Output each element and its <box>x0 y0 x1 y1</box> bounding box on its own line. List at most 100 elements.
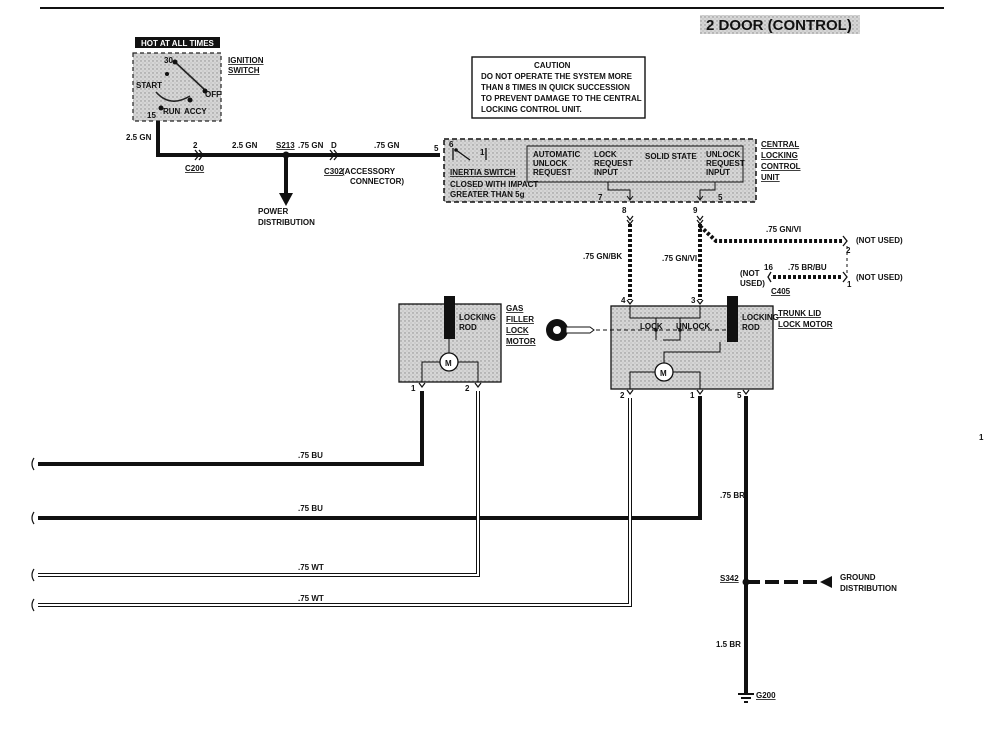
title-shading <box>700 15 860 34</box>
ccu-pin-5b: 5 <box>718 193 723 202</box>
hot-label-box <box>135 37 220 48</box>
trunk-pin-2: 2 <box>620 391 625 400</box>
gas-pin-1: 1 <box>411 384 416 393</box>
wire-label-wt-2: .75 WT <box>298 594 324 603</box>
ccu-solid-state: SOLID STATE <box>645 152 697 161</box>
trunk-rod-2: ROD <box>742 323 760 332</box>
gas-pin-2: 2 <box>465 384 470 393</box>
gas-label-1: GAS <box>506 304 524 313</box>
trunk-pin-3: 3 <box>691 296 696 305</box>
wire-bu-1 <box>38 391 424 466</box>
hot-label: HOT AT ALL TIMES <box>141 39 215 48</box>
ccu-label-4: UNIT <box>761 173 780 182</box>
wire-label-bu-2: .75 BU <box>298 504 323 513</box>
wire-label-25gn: 2.5 GN <box>232 141 258 150</box>
gas-label-2: FILLER <box>506 315 534 324</box>
wire-label-bu-1: .75 BU <box>298 451 323 460</box>
inertia-desc-2: GREATER THAN 5g <box>450 190 525 199</box>
central-locking-unit: AUTOMATIC UNLOCK REQUEST LOCK REQUEST IN… <box>443 138 801 203</box>
ign-pos-15: 15 <box>147 111 156 120</box>
margin-mark: 1 <box>979 433 984 442</box>
trunk-rod-1: LOCKING <box>742 313 779 322</box>
wire-bu-2 <box>38 396 702 520</box>
ignition-label-1: IGNITION <box>228 56 264 65</box>
ccu-unlock-1: UNLOCK <box>706 150 740 159</box>
wire-label-gnvi: .75 GN/VI <box>662 254 697 263</box>
ign-pos-30: 30 <box>164 56 173 65</box>
ground-dist-1: GROUND <box>840 573 876 582</box>
ccu-pin-1-inner: 1 <box>480 148 485 157</box>
gas-label-3: LOCK <box>506 326 529 335</box>
ign-pos-accy: ACCY <box>184 107 207 116</box>
page-title: 2 DOOR (CONTROL) <box>706 17 852 34</box>
ccu-pin-8: 8 <box>622 206 627 215</box>
wire-label-br15: 1.5 BR <box>716 640 741 649</box>
not-used-c-1: (NOT <box>740 269 760 278</box>
wire-label-wt-1: .75 WT <box>298 563 324 572</box>
ground-symbol-icon <box>738 693 754 703</box>
trunk-motor-m: M <box>660 369 667 378</box>
ccu-pin-5: 5 <box>434 144 439 153</box>
c302-label: C302 <box>324 167 344 176</box>
wire-label-gnvi-2: .75 GN/VI <box>766 225 801 234</box>
wire-label-75gn-b: .75 GN <box>374 141 400 150</box>
wire-gn-main <box>156 121 440 157</box>
trunk-pin-1: 1 <box>690 391 695 400</box>
gas-filler-lock-motor: LOCKING ROD M GAS FILLER LOCK MOTOR 1 2 <box>398 296 536 393</box>
c200-label: C200 <box>185 164 205 173</box>
not-used-b: (NOT USED) <box>856 273 903 282</box>
ccu-label-1: CENTRAL <box>761 140 799 149</box>
inertia-switch-label: INERTIA SWITCH <box>450 168 516 177</box>
gas-locking-rod <box>444 296 455 339</box>
wire-gn-vi <box>698 224 842 300</box>
c302-desc-1: (ACCESSORY <box>342 167 396 176</box>
wire-label-brbu: .75 BR/BU <box>788 263 827 272</box>
wire-label-75gn-a: .75 GN <box>298 141 324 150</box>
power-dist-2: DISTRIBUTION <box>258 218 315 227</box>
ccu-pin-7: 7 <box>598 193 603 202</box>
ignition-label-2: SWITCH <box>228 66 260 75</box>
wire-wt-2 <box>38 398 631 606</box>
ccu-lock-1: LOCK <box>594 150 617 159</box>
gas-rod-1: LOCKING <box>459 313 496 322</box>
ccu-lock-2: REQUEST <box>594 159 633 168</box>
ground-dist-2: DISTRIBUTION <box>840 584 897 593</box>
g200-label: G200 <box>756 691 776 700</box>
inertia-desc-1: CLOSED WITH IMPACT <box>450 180 538 189</box>
ccu-auto-1: AUTOMATIC <box>533 150 580 159</box>
gas-motor-m: M <box>445 359 452 368</box>
s213-label: S213 <box>276 141 295 150</box>
c405-pin-16: 16 <box>764 263 773 272</box>
caution-line-1: DO NOT OPERATE THE SYSTEM MORE <box>481 72 633 81</box>
power-dist-arrow <box>279 193 293 206</box>
trunk-unlock-label: UNLOCK <box>676 322 710 331</box>
ccu-auto-2: UNLOCK <box>533 159 567 168</box>
caution-box: CAUTION DO NOT OPERATE THE SYSTEM MORE T… <box>471 56 646 119</box>
wire-wt-1 <box>38 391 479 576</box>
ccu-auto-3: REQUEST <box>533 168 572 177</box>
wire-label-br: .75 BR <box>720 491 745 500</box>
gas-label-4: MOTOR <box>506 337 536 346</box>
ign-pos-off: OFF <box>205 90 221 99</box>
c302-desc-2: CONNECTOR) <box>350 177 404 186</box>
ign-pos-start: START <box>136 81 162 90</box>
trunk-locking-rod <box>727 296 738 342</box>
wire-label-ign-out: 2.5 GN <box>126 133 152 142</box>
trunk-lock-label: LOCK <box>640 322 663 331</box>
key-icon <box>546 319 727 341</box>
wire-label-gnbk: .75 GN/BK <box>583 252 622 261</box>
not-used-c-2: USED) <box>740 279 765 288</box>
ccu-unlock-3: INPUT <box>706 168 730 177</box>
trunk-lid-lock-motor: 4 3 LOCKING ROD LOCK UNLOCK M TRUNK LID … <box>610 296 833 400</box>
s342-label: S342 <box>720 574 739 583</box>
c200-pin: 2 <box>193 141 198 150</box>
trunk-pin-5: 5 <box>737 391 742 400</box>
gas-rod-2: ROD <box>459 323 477 332</box>
power-dist-1: POWER <box>258 207 288 216</box>
ign-pos-run: RUN <box>163 107 181 116</box>
trunk-label-1: TRUNK LID <box>778 309 821 318</box>
trunk-label-2: LOCK MOTOR <box>778 320 833 329</box>
c405-label: C405 <box>771 287 791 296</box>
caution-title: CAUTION <box>534 61 571 70</box>
